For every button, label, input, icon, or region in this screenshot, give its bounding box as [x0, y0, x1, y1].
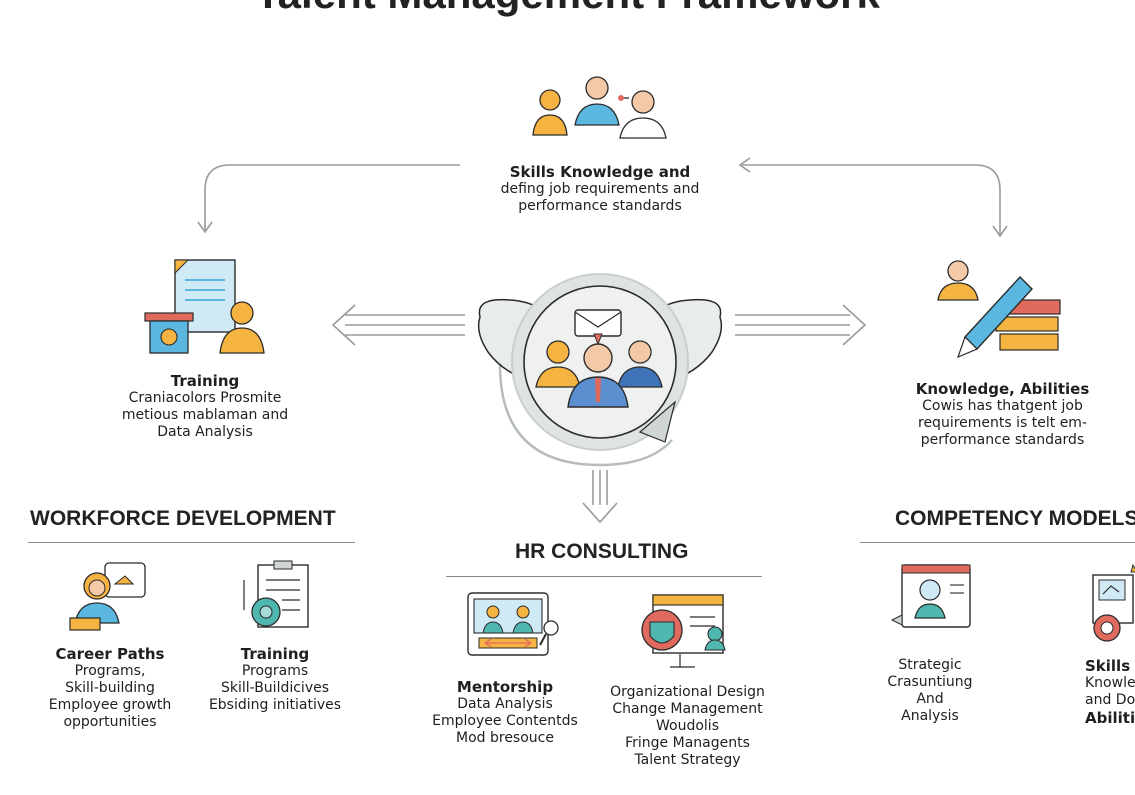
hr-item: Organizational Design Change Management … [600, 684, 775, 769]
hr-item-icon-wrap [465, 590, 565, 665]
workforce-item: Training Programs Skill-Buildicives Ebsi… [200, 645, 350, 714]
video-meeting-icon [467, 592, 559, 656]
top-node: Skills Knowledge and defing job requirem… [470, 163, 730, 215]
right-node-line: Cowis has thatgent job [922, 398, 1083, 414]
hr-item: Mentorship Data Analysis Employee Conten… [430, 678, 580, 747]
left-node-title: Training [170, 372, 240, 390]
competency-item: Skills Knowledge and Doe Abilities [1085, 657, 1135, 727]
training-documents-icon [144, 259, 265, 354]
hr-item-line: Fringe Managents [625, 735, 750, 751]
workforce-item-line: opportunities [63, 714, 157, 730]
workforce-item-title: Training [240, 645, 310, 663]
right-node-line: performance standards [920, 432, 1085, 448]
competency-item-line: Crasuntiung [887, 674, 973, 690]
competency-item-line: Abilities [1085, 709, 1135, 727]
people-group-icon [532, 76, 667, 139]
workforce-item-line: Skill-building [65, 680, 155, 696]
right-node-title: Knowledge, Abilities [915, 380, 1090, 398]
hr-item-line: Organizational Design [610, 684, 765, 700]
section-divider [446, 576, 762, 577]
section-heading-hr: HR CONSULTING [515, 540, 689, 563]
hr-item-line: Talent Strategy [634, 752, 741, 768]
competency-item-line: Analysis [901, 708, 959, 724]
workforce-item-line: Skill-Buildicives [220, 680, 330, 696]
section-divider [860, 542, 1135, 543]
section-heading-workforce: WORKFORCE DEVELOPMENT [30, 507, 336, 530]
workforce-item-line: Programs, [74, 663, 146, 679]
arrow-right-double [735, 314, 850, 336]
competency-item-line: Skills [1085, 657, 1131, 675]
hr-item-title: Mentorship [456, 678, 554, 696]
competency-item-icon-wrap [890, 560, 975, 640]
hr-item-line: Data Analysis [457, 696, 553, 712]
left-node-line: Craniacolors Prosmite [128, 390, 282, 406]
workforce-item-title: Career Paths [55, 645, 165, 663]
right-node: Knowledge, Abilities Cowis has thatgent … [895, 380, 1110, 449]
workforce-item-line: Programs [241, 663, 309, 679]
competency-item-line: And [916, 691, 944, 707]
workforce-item-icon-wrap [238, 560, 318, 632]
left-node: Training Craniacolors Prosmite metious m… [100, 372, 310, 441]
workforce-item-line: Ebsiding initiatives [208, 697, 342, 713]
competency-item-line: and Doe [1085, 692, 1135, 708]
hub [470, 272, 730, 462]
team-hub-icon [477, 273, 723, 451]
top-node-icon-wrap [525, 70, 695, 145]
section-divider [28, 542, 355, 543]
left-node-icon-wrap [140, 255, 270, 360]
profile-book-icon [890, 564, 971, 628]
checklist-icon [243, 560, 309, 628]
arrow-down [592, 470, 608, 505]
workforce-item: Career Paths Programs, Skill-building Em… [40, 645, 180, 731]
competency-item-icon-wrap [1085, 560, 1135, 645]
hr-item-line: Woudolis [656, 718, 719, 734]
arrow-left-double [345, 314, 465, 336]
top-node-line: defing job requirements and [500, 181, 700, 197]
clipboard-award-icon [1092, 563, 1135, 642]
org-design-icon [641, 594, 726, 668]
right-node-icon-wrap [930, 255, 1065, 365]
section-heading-competency: COMPETENCY MODELS [895, 507, 1135, 530]
left-node-line: metious mablaman and [121, 407, 289, 423]
hr-item-line: Mod bresouce [456, 730, 554, 746]
page-title: Talent Management Framework [0, 0, 1135, 18]
hr-item-icon-wrap [635, 592, 735, 670]
top-node-title: Skills Knowledge and [509, 163, 691, 181]
career-woman-icon [69, 562, 146, 631]
workforce-item-icon-wrap [65, 558, 150, 633]
arrow-top-right [742, 164, 1001, 235]
workforce-item-line: Employee growth [48, 697, 172, 713]
hr-item-line: Change Management [612, 701, 763, 717]
right-node-line: requirements is telt em- [918, 415, 1087, 431]
arrow-top-left [204, 164, 460, 230]
left-node-line: Data Analysis [157, 424, 253, 440]
pencil-books-icon [937, 260, 1061, 359]
hr-item-line: Employee Contentds [432, 713, 578, 729]
competency-item-line: Strategic [898, 657, 962, 673]
competency-item: Strategic Crasuntiung And Analysis [860, 657, 1000, 725]
competency-item-line: Knowledge [1085, 675, 1135, 691]
top-node-line: performance standards [518, 198, 682, 214]
